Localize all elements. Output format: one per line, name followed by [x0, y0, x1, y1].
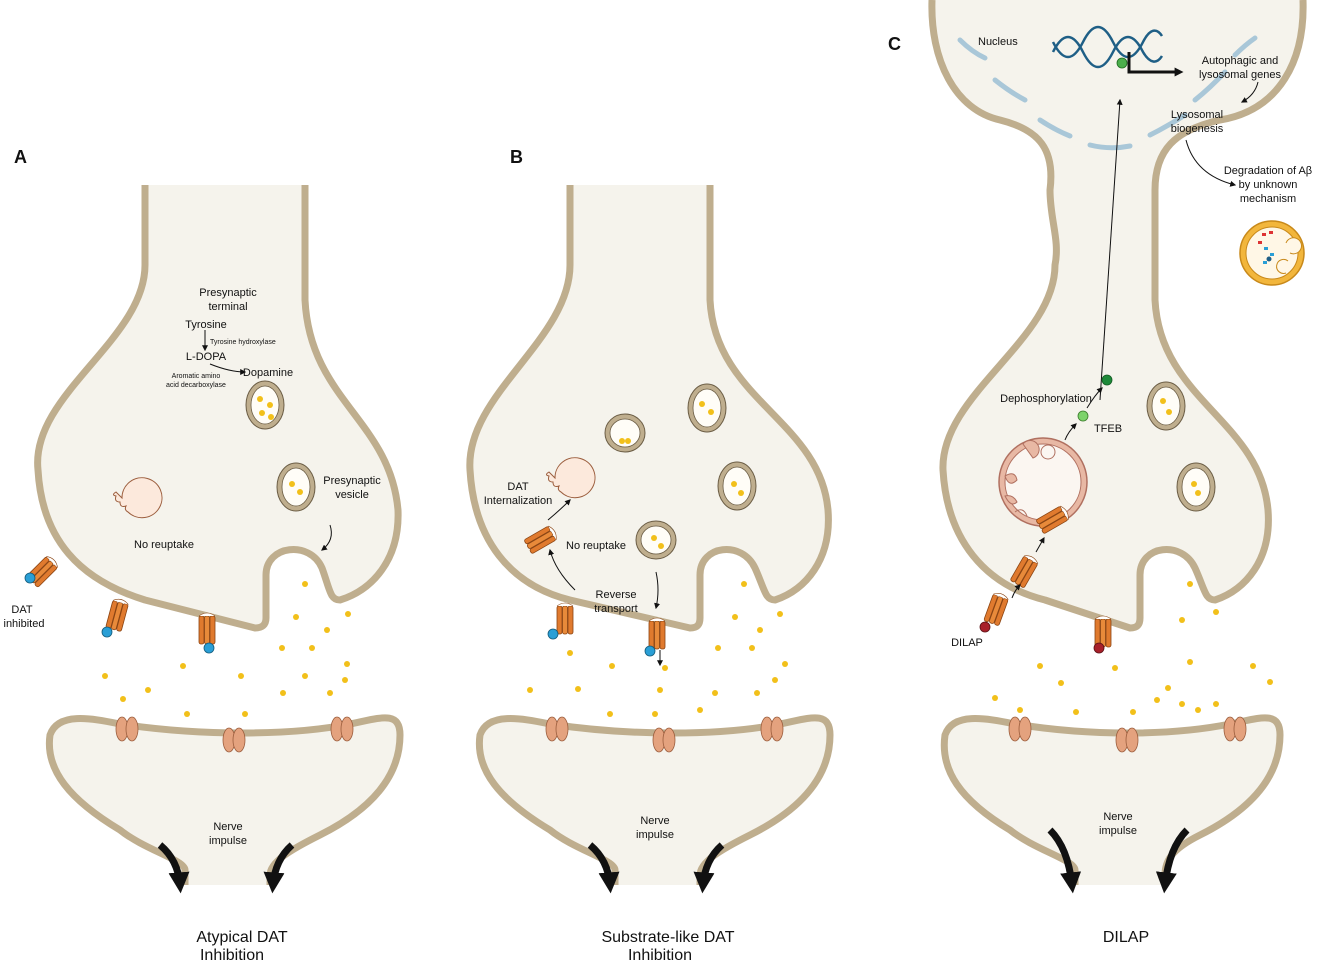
presynaptic-terminal-label-2: terminal [208, 301, 247, 313]
presynaptic-terminal-a [34, 185, 402, 632]
caption-b-1: Substrate-like DAT [601, 929, 734, 946]
caption-b-2: Inhibition [628, 947, 692, 964]
lysosome-abeta [1239, 220, 1305, 286]
dat-c-membrane-2 [1094, 615, 1112, 648]
presynaptic-terminal-b [466, 185, 832, 632]
dopamine-cleft-c [992, 581, 1273, 715]
dilap-2 [1093, 642, 1105, 654]
dopamine-cleft-b [527, 581, 788, 717]
dat-b-3 [648, 617, 666, 650]
panel-b: B DAT Internalization No reuptake Revers… [466, 147, 834, 964]
no-reuptake-label-a: No reuptake [134, 539, 194, 551]
dopamine-cleft-a [102, 581, 351, 717]
nerve-impulse-label-b-2: impulse [636, 829, 674, 841]
dat-internalization-label-2: Internalization [484, 495, 553, 507]
aadc-label-1: Aromatic amino [172, 373, 221, 380]
nerve-impulse-label-b-1: Nerve [640, 815, 669, 827]
nuclear-envelope [957, 35, 1258, 151]
aadc-label-2: acid decarboxylase [166, 382, 226, 389]
nerve-impulse-label-c-1: Nerve [1103, 811, 1132, 823]
tfeb-cytosol [1077, 410, 1089, 422]
tyrosine-hydroxylase-label: Tyrosine hydroxylase [210, 339, 276, 346]
nerve-impulse-label-a-1: Nerve [213, 821, 242, 833]
dat-internalization-label-1: DAT [507, 481, 528, 493]
presynaptic-terminal-label-1: Presynaptic [199, 287, 257, 299]
vesicle-c1 [1146, 381, 1186, 431]
nucleus-label: Nucleus [978, 36, 1018, 48]
tfeb-label: TFEB [1094, 423, 1122, 435]
vesicle-a1 [245, 380, 285, 430]
dat-a-2 [105, 597, 130, 632]
reverse-transport-label-2: transport [594, 603, 637, 615]
dat-b-2 [556, 602, 574, 635]
genes-label-1: Autophagic and [1202, 55, 1278, 67]
soma-c [928, 0, 1307, 632]
degradation-label-3: mechanism [1240, 193, 1296, 205]
dna-helix [1051, 25, 1164, 69]
inhibitor-a-1 [24, 572, 36, 584]
dat-inhibited-label-1: DAT [11, 604, 32, 616]
panel-letter-a: A [14, 147, 27, 167]
postsynaptic-c [940, 714, 1284, 885]
panel-letter-b: B [510, 147, 523, 167]
tfeb-nuclear [1116, 57, 1128, 69]
panel-a: A Presynaptic terminal Tyrosine Tyrosine… [4, 147, 404, 964]
caption-c: DILAP [1103, 929, 1149, 946]
tfeb-dephosphorylated [1101, 374, 1113, 386]
genes-label-2: lysosomal genes [1199, 69, 1281, 81]
dopamine-label: Dopamine [243, 367, 293, 379]
presynaptic-vesicle-label-1: Presynaptic [323, 475, 381, 487]
inhibitor-a-3 [203, 642, 215, 654]
dat-c-membrane-1 [983, 590, 1010, 627]
dilap-label: DILAP [951, 637, 983, 649]
lysosomal-biogenesis-label-2: biogenesis [1171, 123, 1224, 135]
vesicle-b3 [717, 461, 757, 511]
vesicle-b1 [604, 413, 646, 453]
caption-a-1: Atypical DAT [196, 929, 288, 946]
presynaptic-vesicle-label-2: vesicle [335, 489, 369, 501]
degradation-label-1: Degradation of Aβ [1224, 165, 1312, 177]
caption-a-2: Inhibition [200, 947, 264, 964]
dat-a-3 [198, 612, 216, 645]
vesicle-a2 [276, 462, 316, 512]
no-reuptake-label-b: No reuptake [566, 540, 626, 552]
inhibitor-a-2 [101, 626, 113, 638]
panel-letter-c: C [888, 34, 901, 54]
lysosomal-biogenesis-label-1: Lysosomal [1171, 109, 1223, 121]
reverse-transport-label-1: Reverse [596, 589, 637, 601]
vesicle-b2 [687, 383, 727, 433]
inhibitor-b-1 [547, 628, 559, 640]
dilap-1 [979, 621, 991, 633]
vesicle-c2 [1176, 462, 1216, 512]
degradation-label-2: by unknown [1239, 179, 1298, 191]
dephosphorylation-label: Dephosphorylation [1000, 393, 1092, 405]
inhibitor-b-2 [644, 645, 656, 657]
ldopa-label: L-DOPA [186, 351, 227, 363]
nerve-impulse-label-a-2: impulse [209, 835, 247, 847]
vesicle-b4 [635, 520, 677, 560]
tyrosine-label: Tyrosine [185, 319, 227, 331]
autolysosome-c [998, 437, 1088, 527]
nerve-impulse-label-c-2: impulse [1099, 825, 1137, 837]
dat-inhibited-label-2: inhibited [4, 618, 45, 630]
panel-c: C Nucleus Autophagic and lysosomal genes… [888, 0, 1312, 946]
